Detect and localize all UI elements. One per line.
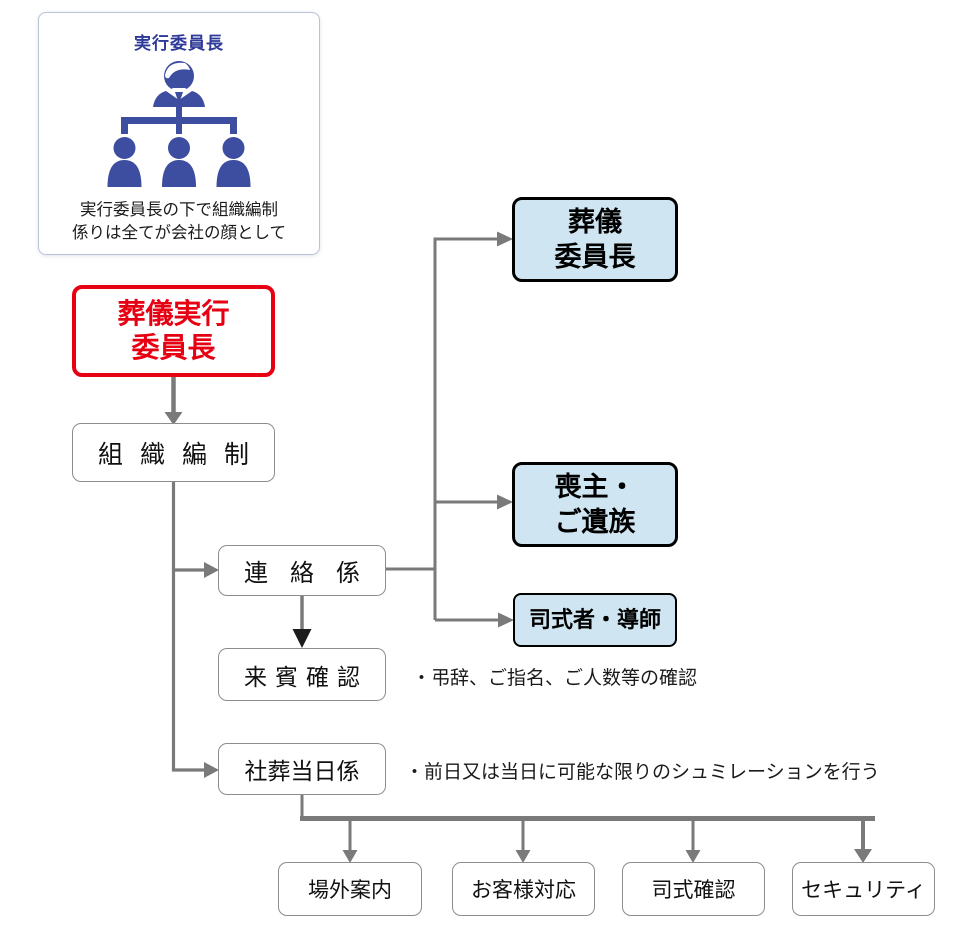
node-label: セキュリティ — [801, 879, 926, 902]
node-label-line: ご遺族 — [554, 506, 636, 537]
node-funeral-day-staff: 社葬当日係 — [218, 743, 386, 795]
node-offsite-guidance: 場外案内 — [278, 862, 422, 916]
caption-line: 実行委員長の下で組織編制 — [80, 201, 278, 219]
chairman-org-chart-icon — [107, 61, 251, 187]
node-label: お客様対応 — [471, 879, 576, 902]
node-label: 社葬当日係 — [244, 758, 360, 784]
node-organization-formation: 組織編制 — [72, 423, 275, 482]
node-label: 司式確認 — [651, 879, 736, 902]
node-funeral-committee-chairman: 葬儀 委員長 — [512, 197, 678, 282]
node-contact-staff: 連絡係 — [218, 545, 386, 596]
node-label-line: 葬儀 — [568, 206, 622, 237]
note-funeral-day-staff: ・前日又は当日に可能な限りのシュミレーションを行う — [405, 762, 880, 783]
node-customer-service: お客様対応 — [452, 862, 595, 916]
chairman-info-card: 実行委員長 実行委 — [38, 12, 320, 255]
node-officiant-priest: 司式者・導師 — [513, 593, 677, 647]
node-label: 場外案内 — [308, 879, 392, 902]
node-label-line: 葬儀実行 — [117, 298, 230, 330]
info-card-title: 実行委員長 — [134, 34, 224, 53]
node-label: 連絡係 — [244, 560, 382, 587]
node-guest-confirmation: 来賓確認 — [218, 648, 386, 701]
node-ceremony-confirmation: 司式確認 — [622, 862, 765, 916]
caption-line: 係りは全てが会社の顔として — [71, 224, 286, 243]
node-security: セキュリティ — [792, 862, 935, 916]
node-label-line: 委員長 — [554, 241, 636, 272]
node-label: 組織編制 — [97, 440, 266, 469]
node-label-line: 喪主・ — [554, 471, 636, 502]
info-card-caption: 実行委員長の下で組織編制 係りは全てが会社の顔として — [39, 199, 319, 246]
node-label-line: 委員長 — [131, 332, 216, 363]
node-funeral-executive-chairman: 葬儀実行 委員長 — [72, 285, 275, 377]
node-label: 来賓確認 — [244, 663, 368, 690]
node-label: 司式者・導師 — [528, 606, 661, 632]
node-chief-mourner-bereaved-family: 喪主・ ご遺族 — [512, 462, 678, 547]
note-guest-confirmation: ・弔辞、ご指名、ご人数等の確認 — [412, 668, 698, 689]
